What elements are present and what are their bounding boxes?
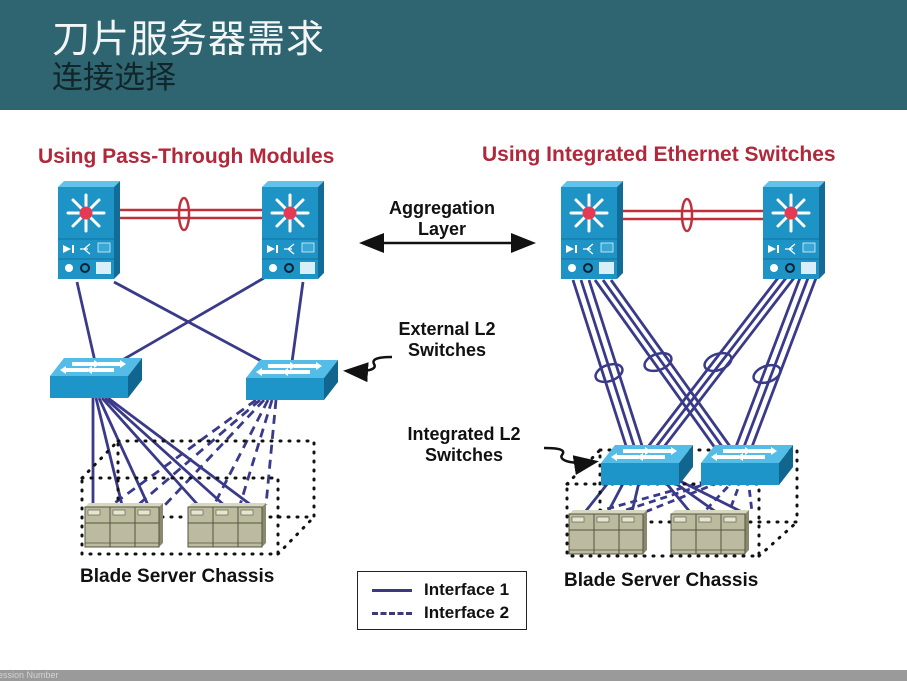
external-label-line2: Switches (407, 340, 487, 360)
external-label-line1: External L2 (398, 319, 496, 339)
slide-footer: ession Number (0, 670, 907, 681)
trunk-bundle-ring (680, 197, 694, 233)
left-external-l2-switch-1 (50, 358, 142, 398)
legend-label-interface2: Interface 2 (424, 603, 510, 622)
legend: Interface 1 Interface 2 (357, 571, 527, 630)
aggregation-label-line2: Layer (417, 219, 467, 239)
left-section-title: Using Pass-Through Modules (38, 145, 335, 168)
right-chassis-label: Blade Server Chassis (564, 570, 759, 591)
right-blade-server-group-1 (568, 509, 648, 555)
left-trunk-links (118, 196, 266, 232)
aggregation-layer-label: Aggregation Layer (374, 198, 510, 240)
right-section-title: Using Integrated Ethernet Switches (482, 143, 836, 166)
integrated-switch-pointer-arrow (543, 446, 599, 475)
right-integrated-l2-switch-2 (701, 445, 793, 485)
right-bundle-rings (594, 351, 782, 385)
slide-subtitle: 连接选择 (52, 60, 176, 96)
legend-label-interface1: Interface 1 (424, 580, 510, 599)
external-l2-switches-label: External L2 Switches (384, 319, 510, 361)
integrated-l2-switches-label: Integrated L2 Switches (394, 424, 534, 466)
footer-session-number: ession Number (0, 670, 59, 680)
left-aggregation-switch-2 (260, 179, 326, 281)
left-chassis-label: Blade Server Chassis (80, 566, 275, 587)
solid-line-swatch (372, 588, 412, 592)
right-uplinks (571, 277, 818, 453)
right-aggregation-switch-1 (559, 179, 625, 281)
integrated-label-line2: Switches (424, 445, 504, 465)
legend-item-interface2: Interface 2 (372, 603, 509, 623)
slide-title: 刀片服务器需求 (52, 17, 326, 61)
left-aggregation-switch-1 (56, 179, 122, 281)
integrated-label-line1: Integrated L2 (407, 424, 521, 444)
dashed-line-swatch (372, 611, 412, 615)
external-switch-pointer-arrow (343, 355, 393, 383)
right-aggregation-switch-2 (761, 179, 827, 281)
right-trunk-links (620, 197, 766, 233)
legend-item-interface1: Interface 1 (372, 580, 509, 600)
right-blade-server-group-2 (670, 509, 750, 555)
left-uplinks (75, 276, 305, 372)
slide-header: 刀片服务器需求 连接选择 (0, 0, 907, 110)
left-interface2-links (111, 398, 278, 507)
left-blade-server-group-2 (187, 502, 267, 548)
left-external-l2-switch-2 (246, 360, 338, 400)
right-integrated-l2-switch-1 (601, 445, 693, 485)
trunk-bundle-ring (177, 196, 191, 232)
aggregation-label-line1: Aggregation (389, 198, 495, 218)
left-blade-server-group-1 (84, 502, 164, 548)
left-interface1-links (91, 396, 252, 507)
